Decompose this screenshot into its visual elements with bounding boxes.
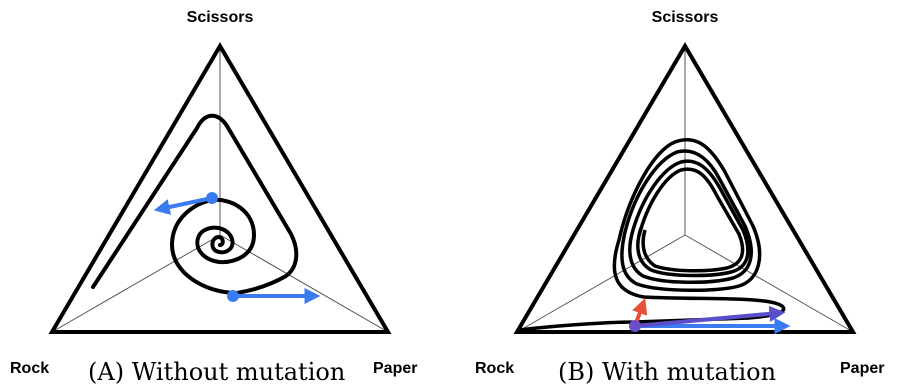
- simplex-diagram-b: Scissors Rock Paper (B) With mutation: [475, 9, 884, 385]
- trajectory-path: [91, 113, 299, 295]
- simplex-triangle: [48, 42, 392, 334]
- state-dot-lower: [227, 290, 239, 302]
- vertex-label-top: Scissors: [187, 9, 254, 26]
- velocity-arrow-purple: [634, 305, 786, 328]
- vertex-label-right: Paper: [373, 360, 417, 377]
- simplex-triangle: [513, 42, 857, 334]
- vertex-label-top: Scissors: [652, 9, 719, 26]
- velocity-arrow-upper: [153, 196, 213, 215]
- panel-caption: (A) Without mutation: [88, 358, 345, 385]
- vertex-label-right: Paper: [840, 360, 884, 377]
- simplex-diagram-a: Scissors Rock Paper (A) Without mutation: [10, 9, 417, 385]
- panel-without-mutation: Scissors Rock Paper (A) Without mutation: [10, 9, 417, 385]
- state-dot: [629, 320, 641, 332]
- vertex-label-left: Rock: [10, 360, 49, 377]
- state-dot-upper: [206, 192, 218, 204]
- panel-caption: (B) With mutation: [558, 358, 776, 385]
- simplex-axes: [51, 46, 389, 333]
- vertex-label-left: Rock: [475, 360, 514, 377]
- panel-with-mutation: Scissors Rock Paper (B) With mutation: [449, 0, 898, 385]
- trajectory-path: [518, 137, 786, 332]
